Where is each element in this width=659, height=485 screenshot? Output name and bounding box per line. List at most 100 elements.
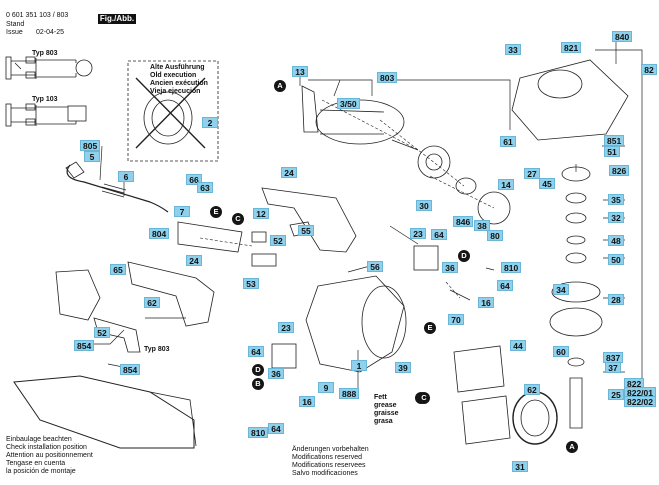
part-50-callout: 50 — [608, 254, 624, 265]
figure-label: Fig./Abb. 1 — [98, 14, 136, 33]
part-36-callout-top: 36 — [442, 262, 458, 273]
stand-date: 02-04-25 — [36, 29, 65, 36]
part-851-callout: 851 — [604, 135, 625, 146]
part-32-callout: 32 — [608, 212, 624, 223]
marker-a-top: A — [274, 80, 286, 92]
part-854-callout-top: 854 — [74, 340, 95, 351]
part-840-callout: 840 — [612, 31, 633, 42]
part-64-callout-bottom: 64 — [248, 346, 264, 357]
marker-e-right: E — [424, 322, 436, 334]
part-25-callout: 25 — [608, 389, 624, 400]
part-31-callout: 31 — [512, 461, 528, 472]
grease-note-en: grease — [374, 402, 397, 409]
part-9-callout: 9 — [318, 382, 334, 393]
part-39-callout: 39 — [395, 362, 411, 373]
part-55-callout: 55 — [298, 225, 314, 236]
part-24-callout-mid: 24 — [186, 255, 202, 266]
part-62-callout-right: 62 — [524, 384, 540, 395]
part-810-callout-bottom: 810 — [248, 427, 269, 438]
part-23-callout-bottom: 23 — [278, 322, 294, 333]
part-805-callout: 805 — [80, 140, 101, 151]
marker-e-left: E — [210, 206, 222, 218]
part-34-callout: 34 — [553, 284, 569, 295]
part-82-callout: 82 — [641, 64, 657, 75]
old-execution-fr: Ancien exécution — [150, 80, 208, 87]
marker-c-left: C — [232, 213, 244, 225]
part-5-callout: 5 — [84, 151, 100, 162]
part-65-callout: 65 — [110, 264, 126, 275]
typ-103-label: Typ 103 — [32, 96, 58, 103]
install-note-fr: Attention au positionnement — [6, 452, 93, 459]
part-821-callout: 821 — [561, 42, 582, 53]
part-888-callout: 888 — [339, 388, 360, 399]
part-14-callout: 14 — [498, 179, 514, 190]
part-846-callout: 846 — [453, 216, 474, 227]
part-35-callout: 35 — [608, 194, 624, 205]
crossed-out-marks — [135, 77, 206, 149]
part-44-callout: 44 — [510, 340, 526, 351]
part-6-callout: 6 — [118, 171, 134, 182]
mod-note-en: Modifications reserved — [292, 454, 363, 461]
part-60-callout: 60 — [553, 346, 569, 357]
part-7-callout: 7 — [174, 206, 190, 217]
part-53-callout: 53 — [243, 278, 259, 289]
part-804-callout: 804 — [149, 228, 170, 239]
part-64-callout-right: 64 — [497, 280, 513, 291]
marker-b-left: B — [252, 378, 264, 390]
part-23-callout-top: 23 — [410, 228, 426, 239]
marker-d-top: D — [458, 250, 470, 262]
issue-label: Issue — [6, 29, 23, 36]
part-70-callout: 70 — [448, 314, 464, 325]
part-810-callout-top: 810 — [501, 262, 522, 273]
part-13-callout: 13 — [292, 66, 308, 77]
document-number: 0 601 351 103 / 803 — [6, 12, 69, 19]
typ-803-handle-label: Typ 803 — [144, 346, 170, 353]
part-51-callout: 51 — [604, 146, 620, 157]
part-822-02-callout: 822/02 — [624, 396, 656, 407]
part-63-callout: 63 — [197, 182, 213, 193]
part-48-callout: 48 — [608, 235, 624, 246]
part-24-callout-top: 24 — [281, 167, 297, 178]
part-27-callout: 27 — [524, 168, 540, 179]
marker-a-bottom: A — [566, 441, 578, 453]
part-66-callout: 66 — [186, 174, 202, 185]
old-execution-box — [127, 60, 219, 162]
install-note-de: Einbaulage beachten — [6, 436, 72, 443]
part-2-callout: 2 — [202, 117, 218, 128]
part-52-callout-bottom: 52 — [94, 327, 110, 338]
part-56-callout: 56 — [367, 261, 383, 272]
mod-note-fr: Modifications reservees — [292, 462, 366, 469]
old-execution-es: Vieja ejecución — [150, 88, 201, 95]
part-3-50-callout: 3/50 — [337, 98, 360, 109]
part-45-callout: 45 — [539, 178, 555, 189]
old-execution-de: Alte Ausführung — [150, 64, 205, 71]
grease-note-fr: graisse — [374, 410, 399, 417]
part-36-callout-bottom: 36 — [268, 368, 284, 379]
part-80-callout: 80 — [487, 230, 503, 241]
part-30-callout: 30 — [416, 200, 432, 211]
part-803-callout: 803 — [377, 72, 398, 83]
typ-803-label: Typ 803 — [32, 50, 58, 57]
part-38-callout: 38 — [474, 220, 490, 231]
part-52-callout-top: 52 — [270, 235, 286, 246]
part-62-callout-left: 62 — [144, 297, 160, 308]
stand-label: Stand — [6, 21, 25, 28]
marker-d-bottom: D — [252, 364, 264, 376]
install-note-en: Check installation position — [6, 444, 87, 451]
part-33-callout: 33 — [505, 44, 521, 55]
part-854-callout-bottom: 854 — [120, 364, 141, 375]
install-note-es: Tengase en cuenta — [6, 460, 66, 467]
part-64-callout-top: 64 — [431, 229, 447, 240]
part-1-callout: 1 — [351, 360, 367, 371]
part-16-callout-bottom: 16 — [299, 396, 315, 407]
part-12-callout: 12 — [253, 208, 269, 219]
part-37-callout: 37 — [605, 362, 621, 373]
part-64-callout-lowest: 64 — [268, 423, 284, 434]
old-execution-en: Old execution — [150, 72, 197, 79]
part-28-callout: 28 — [608, 294, 624, 305]
marker-c-right: C — [418, 392, 430, 404]
wiring-diagram-typ-103 — [5, 103, 87, 127]
part-826-callout: 826 — [609, 165, 630, 176]
